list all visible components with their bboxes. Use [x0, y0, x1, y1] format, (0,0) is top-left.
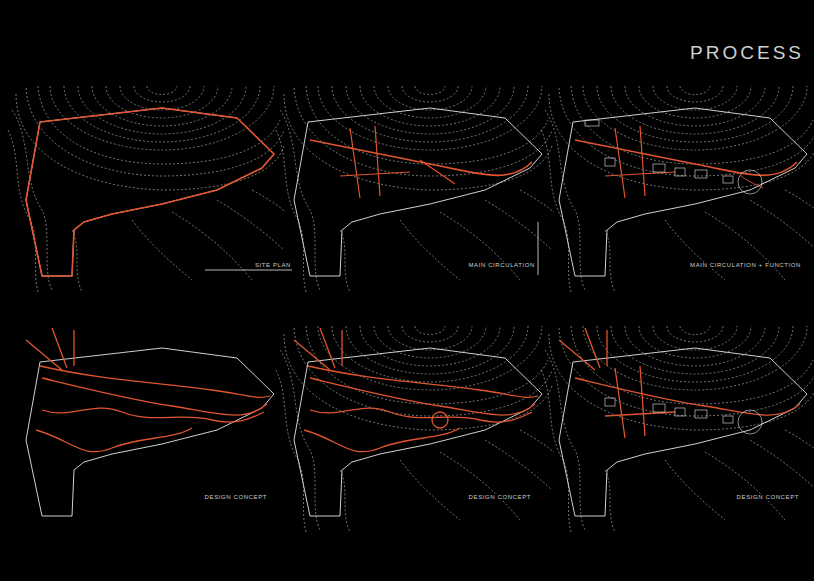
panel-caption: SITE PLAN — [254, 262, 292, 268]
page-title: PROCESS — [690, 42, 804, 64]
panel-caption: DESIGN CONCEPT — [736, 494, 800, 500]
panel-caption: MAIN CIRCULATION + FUNCTION — [689, 262, 802, 268]
panel-caption: DESIGN CONCEPT — [204, 494, 268, 500]
panel-caption: MAIN CIRCULATION — [468, 262, 537, 268]
panel-caption: DESIGN CONCEPT — [468, 494, 532, 500]
